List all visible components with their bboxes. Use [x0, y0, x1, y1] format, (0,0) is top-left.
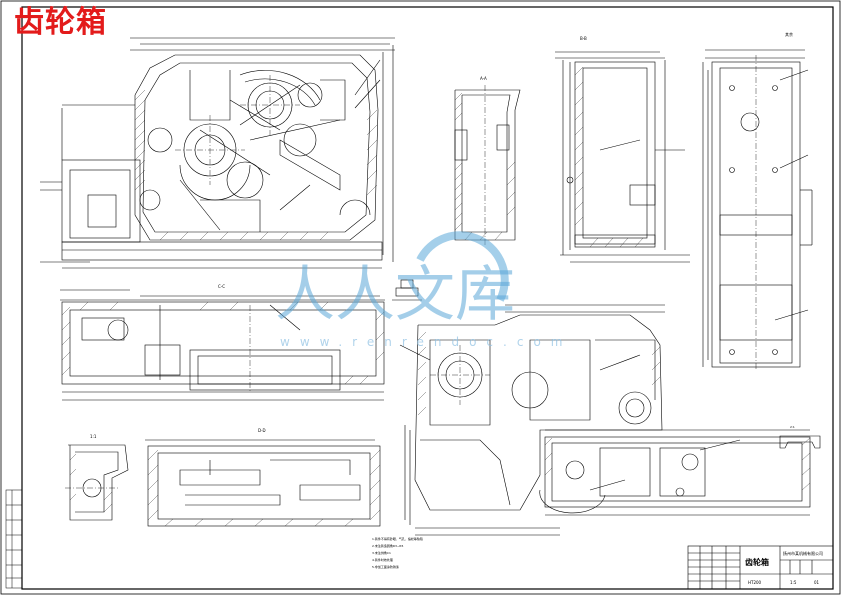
front-view-hatching [417, 331, 811, 491]
watermark: 人人文库 www.renrendoc.com [275, 231, 572, 349]
watermark-url: www.renrendoc.com [280, 335, 572, 349]
section-a-a [454, 85, 521, 245]
title-overlay: 齿轮箱 [14, 5, 107, 40]
title-block-material: HT200 [748, 580, 762, 585]
detail-view-2-label: 2:1 [790, 425, 795, 429]
detail-view-1-hatching [69, 453, 113, 513]
note-1: 1.铸件不得有砂眼、气孔、缩松等缺陷 [372, 536, 423, 541]
note-2: 2.未注铸造圆角R3~R5 [372, 543, 403, 548]
title-block-part-name: 齿轮箱 [745, 557, 769, 567]
note-5: 5.非加工面涂防锈漆 [372, 564, 399, 569]
watermark-logo-text: 人人文库 [275, 260, 515, 330]
note-4: 4.铸件时效处理 [372, 557, 393, 562]
title-block-company: 扬州市某机械有限公司 [783, 550, 823, 556]
detail-view-1 [65, 444, 129, 521]
detail-view-small [392, 279, 422, 301]
section-d-d-hatching [147, 449, 381, 527]
main-view-hatching [134, 89, 378, 241]
roughness-mark: 其余 [785, 31, 793, 37]
section-b-b [555, 51, 690, 263]
watermark-logo-icon [416, 231, 509, 302]
section-a-a-label: A-A [480, 76, 487, 81]
top-view [702, 49, 813, 370]
title-block-drawing-no: 01 [814, 580, 820, 585]
main-view [40, 37, 395, 269]
section-d-d [145, 439, 381, 527]
section-c-c [60, 289, 385, 401]
section-d-d-label: D-D [258, 428, 266, 433]
front-view [399, 304, 811, 536]
section-c-c-label: C-C [218, 284, 225, 289]
technical-notes: 1.铸件不得有砂眼、气孔、缩松等缺陷 2.未注铸造圆角R3~R5 3.未注倒角C… [372, 536, 423, 569]
title-block [687, 545, 834, 590]
section-b-b-label: B-B [580, 36, 587, 41]
inner-frame [21, 6, 834, 590]
section-b-b-hatching [574, 66, 644, 248]
section-c-c-hatching [61, 301, 385, 385]
title-block-scale: 1:5 [790, 580, 797, 585]
note-3: 3.未注倒角C1 [372, 550, 391, 555]
detail-view-2 [779, 435, 821, 449]
binding-strip [5, 489, 23, 589]
detail-view-1-label: 1:1 [90, 434, 97, 439]
section-a-a-hatching [454, 92, 516, 241]
